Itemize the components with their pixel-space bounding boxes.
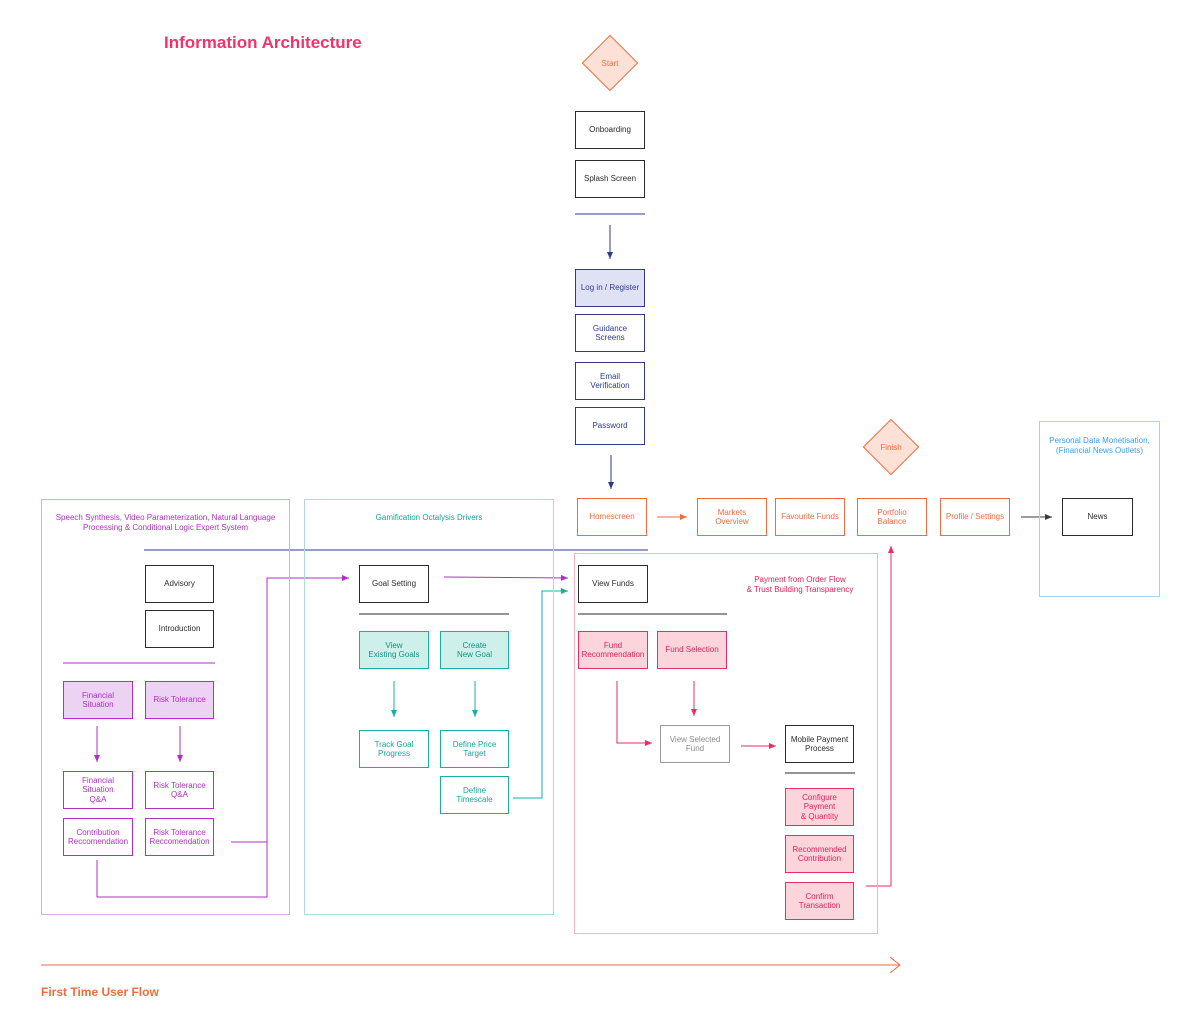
advisory-region [41,499,290,915]
view-selected-fund-box: View Selected Fund [660,725,730,763]
view-funds-box: View Funds [578,565,648,603]
confirm-transaction-box: Confirm Transaction [785,882,854,920]
portfolio-balance-box: Portfolio Balance [857,498,927,536]
track-goal-progress-box: Track Goal Progress [359,730,429,768]
mobile-payment-process-box: Mobile Payment Process [785,725,854,763]
monetisation-region [1039,421,1160,597]
payment-region-title: Payment from Order Flow & Trust Building… [746,575,854,594]
onboarding-box: Onboarding [575,111,645,149]
markets-overview-box: Markets Overview [697,498,767,536]
fund-selection-box: Fund Selection [657,631,727,669]
advisory-region-title: Speech Synthesis, Video Parameterization… [55,513,276,532]
financial-situation-box: Financial Situation [63,681,133,719]
advisory-box: Advisory [145,565,214,603]
finish-node: Finish [862,418,920,476]
password-box: Password [575,407,645,445]
contribution-recommendation-box: Contribution Reccomendation [63,818,133,856]
financial-situation-qa-box: Financial Situation Q&A [63,771,133,809]
goal-setting-box: Goal Setting [359,565,429,603]
guidance-screens-box: Guidance Screens [575,314,645,352]
create-new-goal-box: Create New Goal [440,631,509,669]
recommended-contribution-box: Recommended Contribution [785,835,854,873]
define-price-target-box: Define Price Target [440,730,509,768]
homescreen-box: Homescreen [577,498,647,536]
monetisation-title: Personal Data Monetisation, (Financial N… [1049,436,1150,455]
gamification-region [304,499,554,915]
login-register-box: Log in / Register [575,269,645,307]
email-verification-box: Email Verification [575,362,645,400]
news-box: News [1062,498,1133,536]
fund-recommendation-box: Fund Recommendation [578,631,648,669]
gamification-region-title: Gamification Octalysis Drivers [375,513,483,522]
risk-tolerance-qa-box: Risk Tolerance Q&A [145,771,214,809]
favourite-funds-box: Favourite Funds [775,498,845,536]
finish-label: Finish [880,442,902,452]
splash-screen-box: Splash Screen [575,160,645,198]
risk-tolerance-box: Risk Tolerance [145,681,214,719]
profile-settings-box: Profile / Settings [940,498,1010,536]
configure-payment-box: Configure Payment & Quantity [785,788,854,826]
introduction-box: Introduction [145,610,214,648]
define-timescale-box: Define Timescale [440,776,509,814]
start-node: Start [581,34,639,92]
page-title: Information Architecture [164,33,362,52]
risk-tolerance-recommendation-box: Risk Tolerance Reccomendation [145,818,214,856]
footer-label: First Time User Flow [41,985,159,999]
view-existing-goals-box: View Existing Goals [359,631,429,669]
start-label: Start [601,58,619,68]
payment-region [574,553,878,934]
